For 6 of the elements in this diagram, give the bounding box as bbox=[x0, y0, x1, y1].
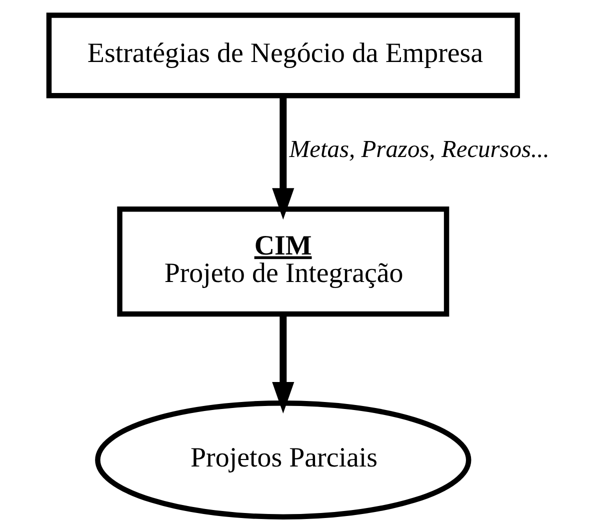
arrow bbox=[272, 96, 294, 220]
node-box: Estratégias de Negócio da Empresa bbox=[46, 12, 520, 98]
node-box: CIM Projeto de Integração bbox=[117, 206, 450, 317]
node-ellipse: Projetos Parciais bbox=[95, 400, 472, 520]
edge-label: Metas, Prazos, Recursos... bbox=[289, 136, 550, 164]
arrow bbox=[272, 314, 294, 414]
